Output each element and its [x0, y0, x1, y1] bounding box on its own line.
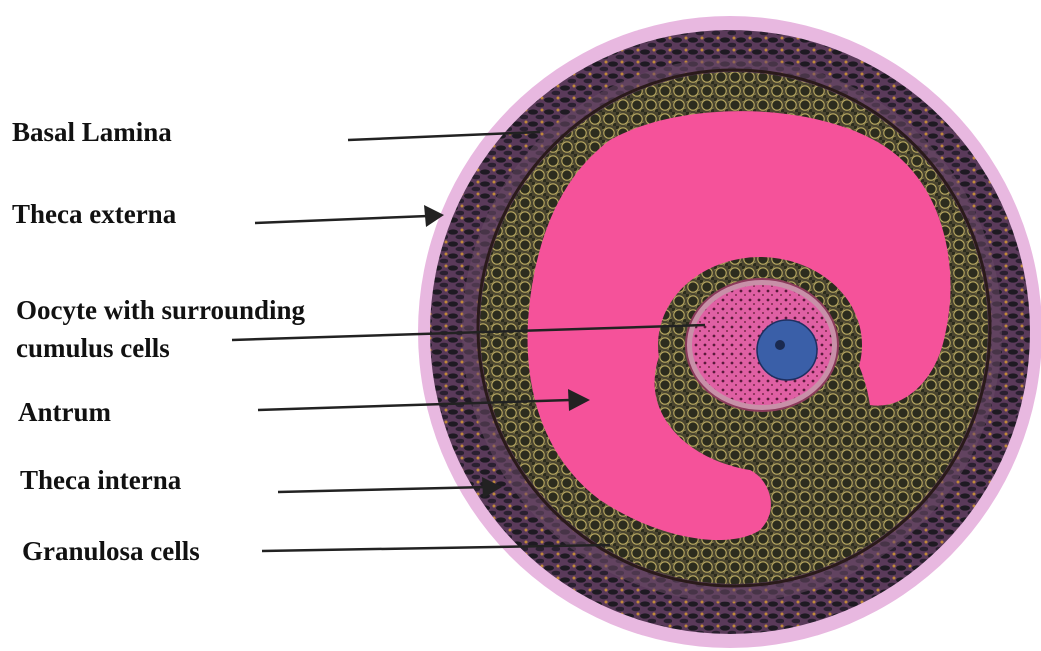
pointer-theca-externa: [255, 216, 428, 223]
oocyte-nucleus: [757, 320, 817, 380]
label-theca-externa: Theca externa: [12, 196, 176, 232]
label-basal-lamina: Basal Lamina: [12, 114, 172, 150]
label-theca-interna: Theca interna: [20, 462, 181, 498]
pointer-theca-interna: [278, 487, 488, 492]
label-antrum: Antrum: [18, 394, 111, 430]
label-oocyte-line1: Oocyte with surrounding: [16, 292, 305, 328]
nucleolus: [775, 340, 785, 350]
label-granulosa-cells: Granulosa cells: [22, 533, 200, 569]
label-oocyte-line2: cumulus cells: [16, 330, 170, 366]
